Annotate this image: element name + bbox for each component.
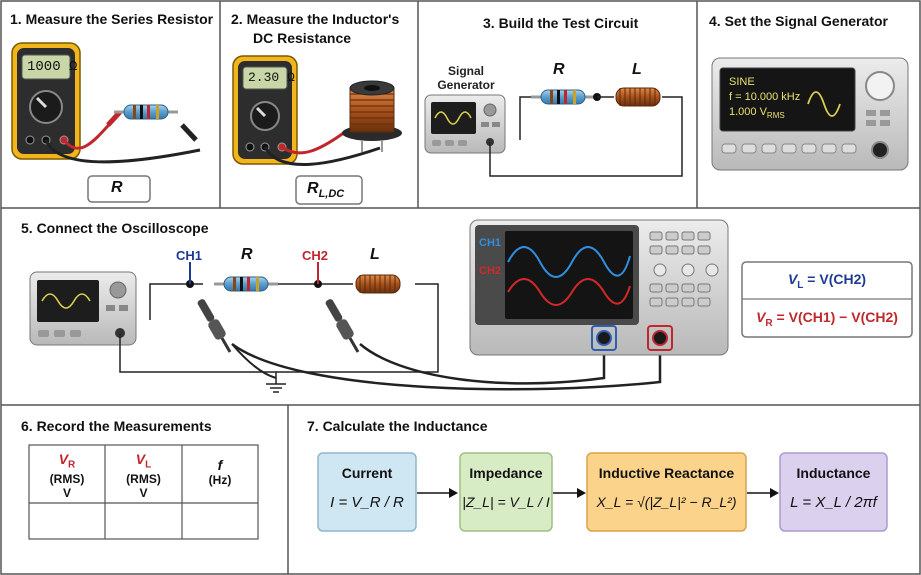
impedance-formula: |Z_L| = V_L / I [462,494,550,510]
scope-ch2-screen-label: CH2 [479,265,502,277]
inductance-title: Inductance [796,465,871,481]
current-title: Current [341,465,393,481]
circuit-l-label: L [632,61,642,78]
step-7-title: 7. Calculate the Inductance [307,418,488,434]
step-1-title: 1. Measure the Series Resistor [10,11,214,27]
oscilloscope-circuit [29,262,662,393]
current-formula: I = V_R / R [330,494,404,511]
inductance-formula: L = X_L / 2πf [790,494,877,511]
label-r: R [111,179,123,196]
table-header-f: f(Hz) [208,457,232,487]
generator-display: SINE f = 10.000 kHz 1.000 VRMS [729,76,801,121]
reactance-formula: X_L = √(|Z_L|² − R_L²) [596,494,737,510]
ch2-label: CH2 [302,248,329,263]
multimeter-2 [232,55,381,166]
signal-generator-large [711,57,909,171]
inductor-coil [342,80,402,152]
step-3-title: 3. Build the Test Circuit [483,15,639,31]
label-box-rl [295,175,363,205]
step-2-title-line2: DC Resistance [253,30,352,46]
equation-vr: VR = V(CH1) − V(CH2) [756,309,898,329]
multimeter-1 [11,42,201,164]
step-2-title-line1: 2. Measure the Inductor's [231,11,400,27]
scope-ch1-screen-label: CH1 [479,237,502,249]
scope-r-label: R [241,246,253,263]
oscilloscope [469,219,729,356]
table-header-vl: VL (RMS)V [126,451,161,501]
table-header-vr: VR (RMS)V [49,451,85,501]
scope-l-label: L [370,246,380,263]
step-6-title: 6. Record the Measurements [21,418,212,434]
equation-vl: VL = V(CH2) [787,271,867,291]
ch1-label: CH1 [176,248,203,263]
measurement-table [28,444,259,540]
label-rl-dc: RL,DC [307,180,345,201]
meter-2-reading: 2.30 Ω [248,70,295,85]
calculation-flow [317,452,888,532]
impedance-title: Impedance [469,465,543,481]
step-5-title: 5. Connect the Oscilloscope [21,220,209,236]
test-circuit [424,87,683,177]
reactance-title: Inductive Reactance [598,465,735,481]
step-4-title: 4. Set the Signal Generator [709,13,888,29]
circuit-r-label: R [553,61,565,78]
meter-1-reading: 1000 Ω [27,59,78,75]
label-box-r [87,175,151,203]
equation-box [741,261,913,338]
